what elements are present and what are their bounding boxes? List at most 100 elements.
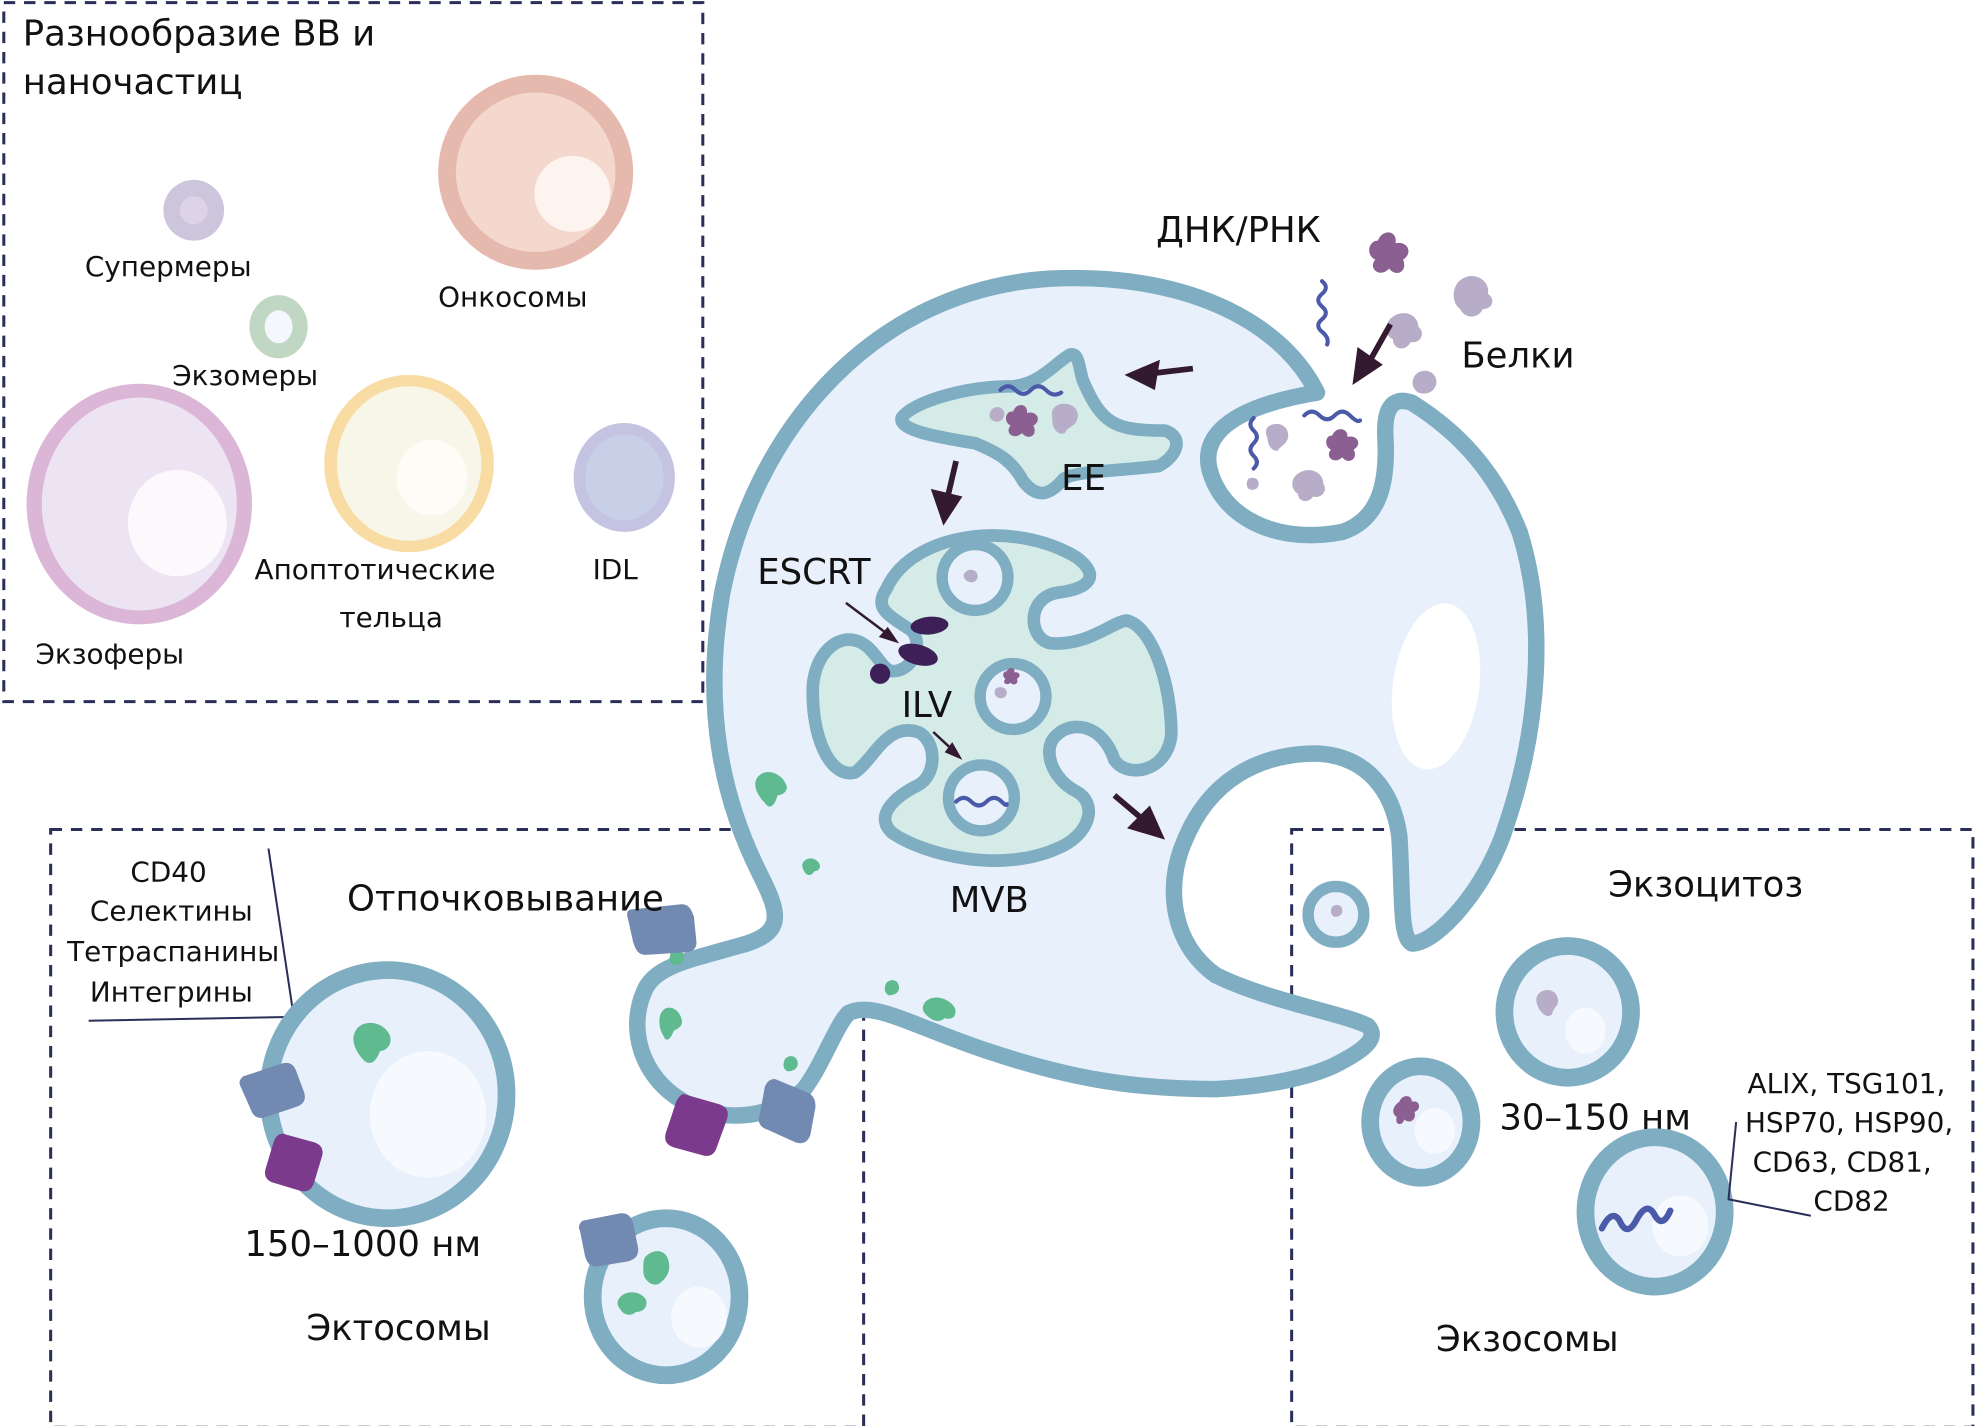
- multivesicular-body: [806, 529, 1178, 867]
- oncosome-particle: [438, 74, 634, 270]
- cargo-icon: [617, 1292, 647, 1315]
- exosome-panel-frame: [1290, 827, 1975, 1426]
- uptake-arrowhead: [1352, 347, 1383, 386]
- cargo-icon: [922, 997, 956, 1021]
- mvb-label: MVB: [950, 880, 1029, 921]
- ectosome-panel: CD40 Селектины Тетраспанины Интегрины От…: [66, 848, 749, 1385]
- to-exocytosis-arrowhead: [1127, 805, 1166, 840]
- idl-particle: [573, 423, 675, 532]
- protein-icon: [963, 569, 978, 583]
- receptor-icon: [758, 1078, 816, 1144]
- protein-icon: [1330, 904, 1343, 917]
- to-mvb-arrowhead: [930, 488, 963, 526]
- protein-icon: [1265, 423, 1289, 451]
- apoptotic-body-particle: [324, 374, 494, 553]
- supermere-particle: [163, 179, 225, 241]
- receptor-icon: [665, 1094, 728, 1156]
- protein-icon: [1003, 667, 1020, 685]
- ee-label: EE: [1061, 458, 1106, 499]
- idl-label: IDL: [593, 553, 639, 586]
- dna-icon: [954, 795, 1009, 808]
- receptor-icon: [627, 904, 697, 955]
- oncosome-label: Онкосомы: [438, 281, 587, 314]
- protein-icon: [1536, 989, 1559, 1017]
- exosome-marker: CD82: [1813, 1185, 1889, 1218]
- supermere-label: Супермеры: [85, 250, 252, 283]
- cargo-icon: [884, 980, 900, 996]
- dna-icon: [1302, 409, 1363, 424]
- escrt-pointer-head: [878, 626, 900, 644]
- dna-icon: [998, 384, 1064, 397]
- dna-icon: [1598, 1205, 1674, 1233]
- early-endosome: [895, 348, 1183, 500]
- arrows: [845, 322, 1393, 840]
- exomere-label: Экзомеры: [172, 359, 318, 392]
- diversity-panel-frame: [2, 1, 705, 704]
- ectosome-process-title: Отпочковывание: [347, 879, 664, 920]
- ectosome-marker: Интегрины: [90, 976, 253, 1009]
- cell-membrane: [629, 269, 1545, 1124]
- exosome-marker: CD63, CD81,: [1753, 1145, 1932, 1178]
- to-ee-arrowhead: [1124, 359, 1160, 391]
- ectosome-large: [239, 961, 516, 1228]
- dna-icon: [1316, 279, 1330, 347]
- dna-icon: [1248, 415, 1259, 471]
- receptor-icon: [578, 1213, 639, 1267]
- receptor-icon: [239, 1062, 305, 1118]
- ilv-pointer-head: [944, 742, 963, 760]
- escrt-complex: [898, 643, 938, 666]
- exosome-3: [1576, 1128, 1734, 1296]
- exosome-2: [1361, 1057, 1481, 1187]
- escrt-complex: [910, 616, 949, 635]
- protein-icon: [1005, 405, 1038, 437]
- ilv-vesicle: [942, 759, 1021, 837]
- exosome-releasing: [1302, 880, 1370, 948]
- cargo-icon: [669, 949, 684, 965]
- protein-icon: [1369, 232, 1409, 273]
- cell: EE ESCRT ILV MVB: [627, 232, 1545, 1156]
- protein-icon: [1292, 470, 1325, 502]
- exomere-particle: [249, 295, 308, 359]
- escrt-pointer: [845, 601, 888, 635]
- ectosome-marker: Тетраспанины: [66, 935, 279, 968]
- protein-icon: [989, 407, 1005, 422]
- cargo-icon: [755, 772, 787, 807]
- receptor-icon: [264, 1133, 323, 1192]
- to-mvb-arrow: [944, 460, 959, 500]
- exosome-1: [1495, 937, 1640, 1087]
- exopher-particle: [26, 383, 252, 625]
- diversity-title-line1: Разнообразие ВВ и: [23, 14, 375, 55]
- protein-icon: [1051, 403, 1078, 434]
- ectosome-marker: CD40: [130, 855, 206, 888]
- vacuole: [1391, 603, 1481, 770]
- cargo-icon: [643, 1251, 670, 1285]
- protein-icon: [1453, 276, 1493, 317]
- escrt-label: ESCRT: [757, 552, 871, 593]
- exosome-name: Экзосомы: [1436, 1319, 1619, 1360]
- exosome-marker-leader: [1727, 1121, 1812, 1217]
- ectosome-marker: Селектины: [90, 895, 253, 928]
- proteins-label: Белки: [1461, 335, 1574, 376]
- exosome-panel: Экзоцитоз 30–150 нм ALIX, TSG101, HSP70,…: [1302, 865, 1953, 1360]
- cargo-icon: [659, 1007, 682, 1040]
- cargo-icon: [783, 1056, 798, 1072]
- exosome-marker: ALIX, TSG101,: [1748, 1067, 1946, 1100]
- ilv-vesicle: [974, 657, 1052, 736]
- cargo-icon: [802, 858, 821, 876]
- ectosome-size: 150–1000 нм: [244, 1224, 481, 1265]
- cargo-icon: [353, 1022, 391, 1063]
- ilv-label: ILV: [902, 685, 953, 726]
- ectosome-small: [578, 1209, 749, 1385]
- protein-icon: [1326, 429, 1359, 461]
- exosome-marker: HSP70, HSP90,: [1745, 1106, 1953, 1139]
- protein-icon: [1412, 370, 1437, 394]
- apoptotic-body-label-line1: Апоптотические: [255, 553, 496, 586]
- protein-icon: [1386, 313, 1422, 349]
- exosome-process-title: Экзоцитоз: [1608, 865, 1803, 906]
- protein-icon: [1393, 1096, 1420, 1125]
- protein-icon: [1246, 477, 1259, 490]
- ectosome-panel-frame: [49, 827, 866, 1426]
- apoptotic-body-label-line2: тельца: [339, 601, 443, 634]
- escrt-complex: [869, 663, 891, 684]
